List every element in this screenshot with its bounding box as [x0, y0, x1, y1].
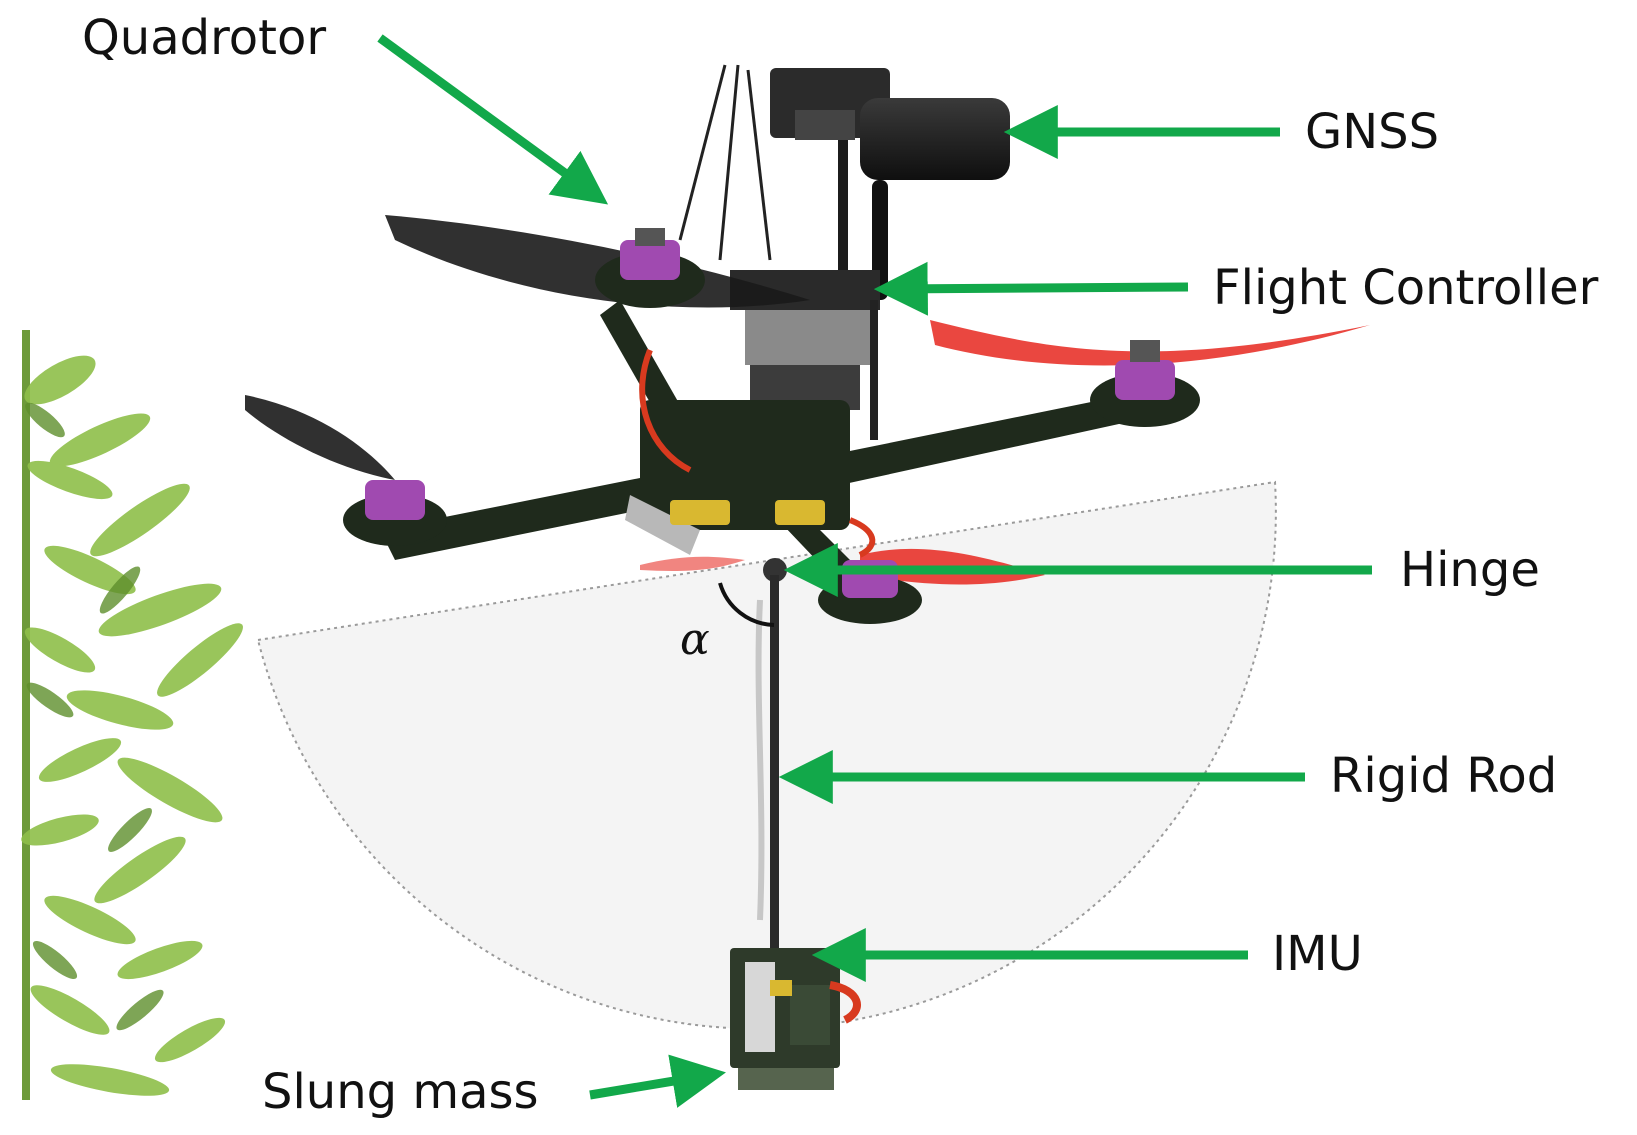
battery-wires	[639, 348, 876, 558]
label-rigid-rod: Rigid Rod	[1330, 748, 1558, 804]
battery-2	[775, 500, 825, 525]
rod-cables	[755, 599, 765, 921]
angle-arc	[718, 582, 775, 627]
swing-area	[256, 480, 1277, 1030]
label-imu: IMU	[1272, 926, 1363, 982]
arrow-flight-controller	[873, 261, 1189, 316]
hinge	[763, 558, 787, 582]
label-quadrotor: Quadrotor	[82, 10, 327, 66]
battery	[670, 500, 730, 525]
label-hinge: Hinge	[1400, 542, 1540, 598]
rigid-rod	[770, 575, 779, 955]
gnss-receiver	[770, 68, 1010, 270]
label-angle-alpha: α	[680, 614, 710, 665]
tether-lines	[678, 64, 772, 261]
annotation-arrows	[377, 34, 1372, 1108]
arrow-slung-mass	[589, 1054, 726, 1108]
label-flight-controller: Flight Controller	[1213, 260, 1599, 316]
drone-frame	[380, 300, 1160, 585]
label-slung-mass: Slung mass	[262, 1064, 539, 1120]
arrow-quadrotor	[377, 34, 609, 205]
foliage	[21, 330, 243, 1100]
slung-mass	[730, 948, 861, 1090]
motors	[343, 228, 1200, 624]
label-gnss: GNSS	[1305, 104, 1440, 160]
